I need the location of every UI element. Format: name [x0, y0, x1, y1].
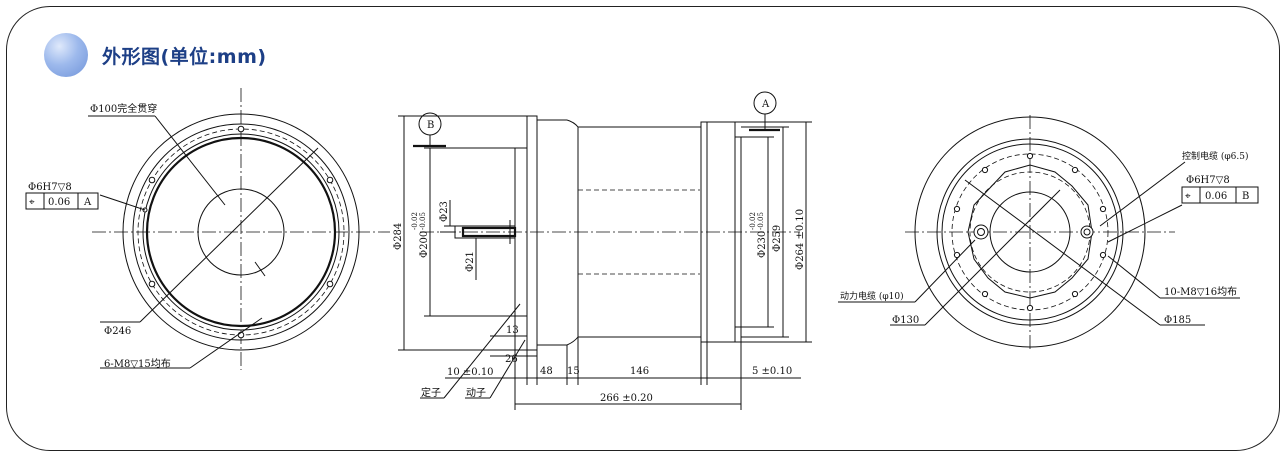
pcd-185-label: Φ185	[1164, 315, 1191, 326]
dim-21: Φ21	[465, 251, 476, 272]
dim-10: 10 ±0.10	[447, 367, 494, 378]
rotor-label: 动子	[466, 387, 486, 399]
right-tolerance-value: 0.06	[1205, 191, 1227, 202]
pcd-130-label: Φ130	[892, 315, 919, 326]
dim-230-tol-lower: -0.05	[757, 212, 765, 230]
right-rear-view	[838, 115, 1240, 350]
dim-200: Φ200	[419, 231, 430, 258]
dim-200-tol-upper: -0.02	[411, 212, 419, 230]
side-view	[398, 91, 812, 410]
dim-230-tol-upper: -0.02	[749, 212, 757, 230]
datum-b-label: B	[427, 120, 434, 131]
drawing-frame	[6, 6, 1280, 451]
bore-note: Φ100完全贯穿	[90, 102, 157, 115]
dim-264: Φ264 ±0.10	[795, 209, 806, 270]
dim-15: 15	[567, 366, 580, 377]
dim-13: 13	[506, 325, 519, 336]
left-pcd-label: Φ246	[104, 326, 131, 337]
left-datum: A	[83, 197, 92, 208]
right-hole-note: 10-M8▽16均布	[1164, 286, 1237, 298]
dim-200-tol-lower: -0.05	[419, 212, 427, 230]
stator-label: 定子	[421, 386, 441, 399]
control-cable-label: 控制电缆 (φ6.5)	[1182, 150, 1249, 162]
dim-146: 146	[630, 366, 649, 377]
dim-230: Φ230	[757, 231, 768, 258]
dim-284: Φ284	[393, 223, 404, 250]
section-title: 外形图(单位:mm)	[102, 45, 267, 68]
left-front-view	[88, 88, 390, 370]
dim-23: Φ23	[439, 201, 450, 222]
blue-sphere-icon	[44, 33, 88, 77]
position-tolerance-icon: ⌖	[1185, 191, 1191, 202]
datum-a-label: A	[761, 99, 770, 110]
left-hole-note: 6-M8▽15均布	[104, 358, 171, 370]
dim-5: 5 ±0.10	[752, 366, 792, 377]
dim-266: 266 ±0.20	[600, 393, 653, 404]
right-dowel-note: Φ6H7▽8	[1186, 175, 1230, 186]
section-header: 外形图(单位:mm)	[44, 33, 267, 77]
power-cable-label: 动力电缆 (φ10)	[840, 290, 904, 302]
dim-26: 26	[505, 354, 518, 365]
left-view-labels: Φ100完全贯穿 Φ6H7▽8 ⌖ 0.06 A Φ246 6-M8▽15均布	[25, 102, 171, 370]
dim-48: 48	[540, 366, 553, 377]
side-view-labels: B A Φ284 Φ200 -0.02 -0.05 Φ23 Φ21 Φ230 -…	[393, 99, 806, 404]
left-dowel-note: Φ6H7▽8	[28, 182, 72, 193]
position-tolerance-icon: ⌖	[29, 197, 35, 208]
left-tolerance-value: 0.06	[48, 197, 70, 208]
right-datum: B	[1242, 191, 1249, 202]
dim-259: Φ259	[772, 225, 783, 252]
right-view-labels: 控制电缆 (φ6.5) Φ6H7▽8 ⌖ 0.06 B 动力电缆 (φ10) 1…	[840, 150, 1259, 326]
